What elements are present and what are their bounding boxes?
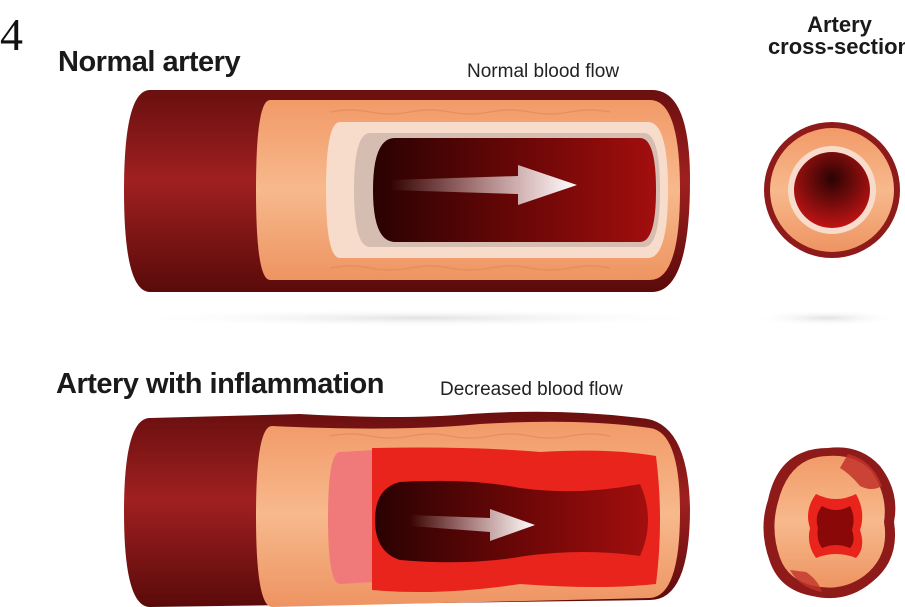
normal-cross-section (752, 122, 902, 326)
cs-inflamed-lumen (817, 506, 854, 548)
cs-normal-lumen (794, 152, 870, 228)
normal-artery-shadow (120, 309, 720, 327)
inflamed-artery-graphic (124, 412, 690, 607)
normal-artery-graphic (120, 90, 720, 327)
inflamed-intima-edge (328, 450, 375, 584)
inflamed-cross-section (763, 447, 895, 598)
